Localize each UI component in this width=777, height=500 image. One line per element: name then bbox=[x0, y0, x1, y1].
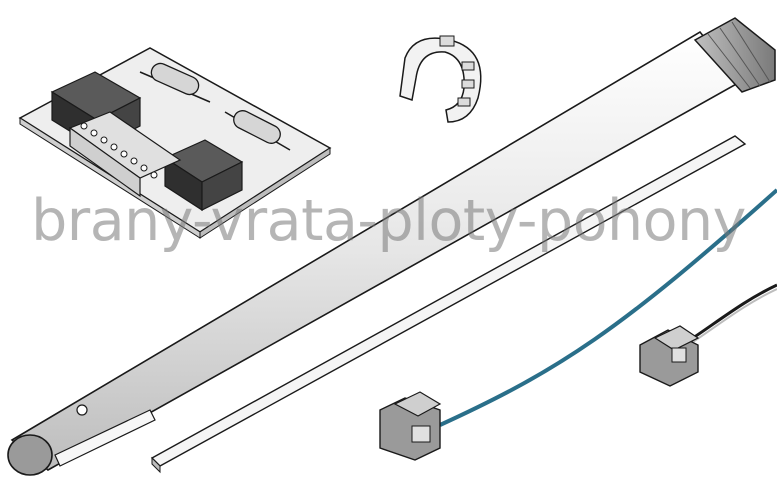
blue-cable bbox=[439, 188, 777, 430]
clamp-ring bbox=[399, 35, 482, 123]
grey-cable bbox=[689, 283, 777, 345]
connector-clip-bottom bbox=[379, 391, 442, 461]
relay-block-right bbox=[163, 139, 244, 212]
circuit-board bbox=[18, 47, 332, 239]
connector-clip-right bbox=[639, 325, 700, 387]
resistor-right bbox=[224, 110, 291, 151]
motor-head bbox=[693, 17, 776, 93]
axis-tube bbox=[7, 30, 742, 476]
terminal-block bbox=[68, 111, 182, 198]
flat-strip bbox=[150, 135, 747, 474]
resistor-top bbox=[139, 62, 211, 103]
